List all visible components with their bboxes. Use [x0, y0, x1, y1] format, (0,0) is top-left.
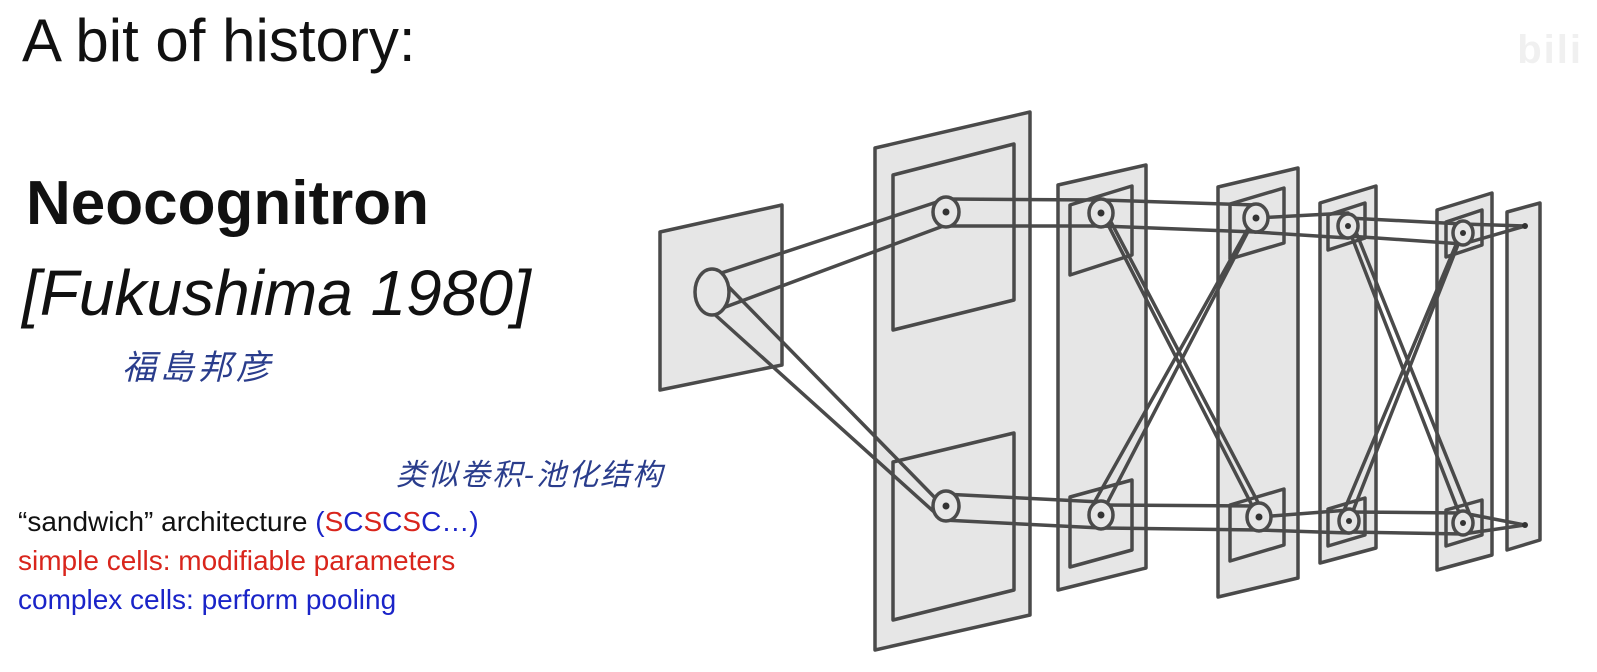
layer-5-plane	[1435, 191, 1494, 572]
sandwich-open-paren: (	[315, 506, 325, 537]
handwritten-structure-note: 类似卷积-池化结构	[396, 458, 665, 493]
sandwich-letter: S	[402, 506, 422, 537]
layer-1-upper-map	[891, 142, 1016, 332]
bullet-list: “sandwich” architecture (SCSCSC…) simple…	[18, 502, 479, 619]
input-receptive-field	[693, 267, 731, 317]
layer-1-lower-map	[891, 431, 1016, 622]
sandwich-letter: C	[382, 506, 403, 537]
model-name: Neocognitron	[26, 169, 429, 238]
citation: [Fukushima 1980]	[22, 257, 531, 329]
sandwich-letter: C	[343, 506, 364, 537]
connection-lines	[698, 197, 1527, 536]
handwritten-author-name: 福島邦彦	[122, 348, 274, 388]
layer-2-upper-map	[1068, 184, 1134, 277]
slide-title: A bit of history:	[22, 7, 416, 74]
watermark-logo: bili	[1517, 28, 1583, 72]
sandwich-letter: C	[421, 506, 442, 537]
bullet-complex-cells: complex cells: perform pooling	[18, 584, 397, 615]
sandwich-letter: S	[363, 506, 383, 537]
bullet-simple-cells: simple cells: modifiable parameters	[18, 545, 456, 576]
sandwich-label: “sandwich” architecture	[18, 506, 316, 537]
neocognitron-diagram	[658, 110, 1542, 652]
bullet-sandwich: “sandwich” architecture (SCSCSC…)	[18, 502, 479, 541]
sandwich-ellipsis: …)	[441, 506, 479, 537]
output-layer-plane	[1505, 201, 1542, 552]
sandwich-letter: S	[324, 506, 344, 537]
